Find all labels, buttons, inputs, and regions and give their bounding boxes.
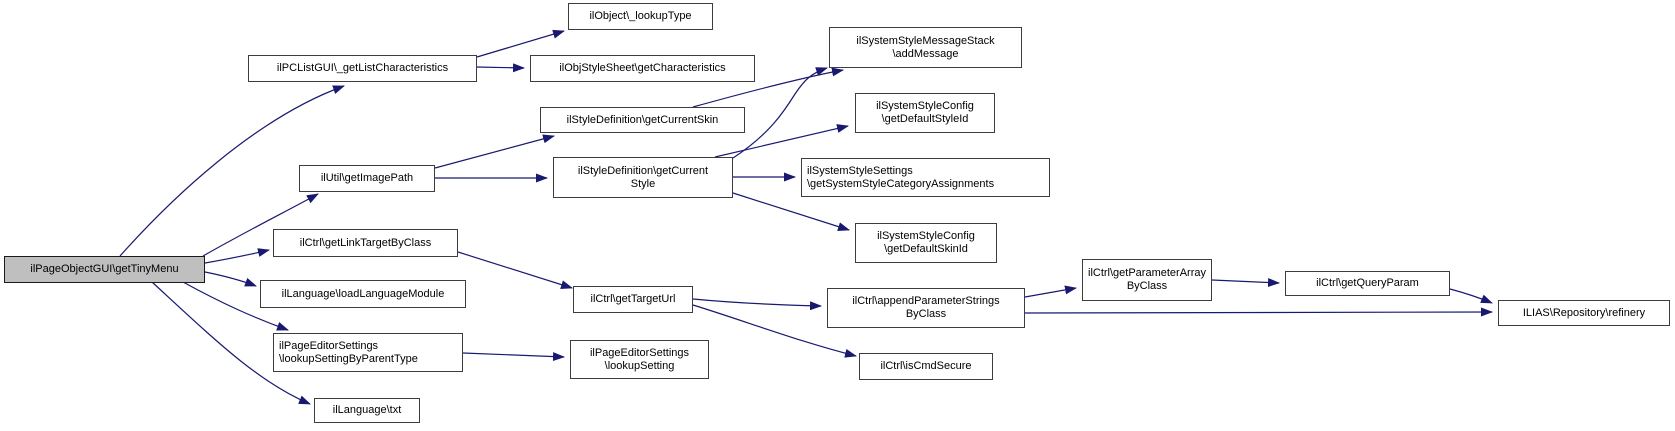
node-getListCharacteristics[interactable]: ilPCListGUI\_getListCharacteristics <box>248 55 477 82</box>
edge-getTinyMenu-getImagePath <box>202 193 319 257</box>
node-loadLanguageModule[interactable]: ilLanguage\loadLanguageModule <box>260 280 466 308</box>
node-getDefaultSkinId[interactable]: ilSystemStyleConfig \getDefaultSkinId <box>855 223 997 263</box>
node-lookupSetting[interactable]: ilPageEditorSettings \lookupSetting <box>570 340 709 379</box>
edge-getTinyMenu-getLinkTargetByClass <box>204 248 270 264</box>
edge-lookupSettingByParentType-lookupSetting <box>462 352 565 362</box>
edge-appendParameterStringsByClass-getParameterArrayByClass <box>1024 285 1077 298</box>
edge-getTargetUrl-isCmdSecure <box>692 304 857 358</box>
node-lookupType[interactable]: ilObject\_lookupType <box>568 3 713 30</box>
node-getLinkTargetByClass[interactable]: ilCtrl\getLinkTargetByClass <box>273 229 458 257</box>
edge-getListCharacteristics-getCharacteristics <box>476 63 525 73</box>
edge-getCurrentStyle-getDefaultSkinId <box>732 192 850 231</box>
node-getImagePath[interactable]: ilUtil\getImagePath <box>299 165 435 192</box>
node-getTinyMenu[interactable]: ilPageObjectGUI\getTinyMenu <box>4 256 205 283</box>
node-appendParameterStringsByClass[interactable]: ilCtrl\appendParameterStrings ByClass <box>827 288 1025 328</box>
edge-getListCharacteristics-lookupType <box>476 29 565 58</box>
edge-getTinyMenu-txt <box>151 281 311 405</box>
node-isCmdSecure[interactable]: ilCtrl\isCmdSecure <box>859 353 993 380</box>
edge-getLinkTargetByClass-getTargetUrl <box>457 251 573 289</box>
node-getQueryParam[interactable]: ilCtrl\getQueryParam <box>1285 271 1450 296</box>
edge-getCurrentStyle-addMessage <box>732 67 828 159</box>
edge-getQueryParam-refinery <box>1449 288 1493 304</box>
edge-getParameterArrayByClass-getQueryParam <box>1211 278 1280 288</box>
edge-getTinyMenu-getListCharacteristics <box>119 85 345 257</box>
node-addMessage[interactable]: ilSystemStyleMessageStack \addMessage <box>829 27 1022 68</box>
edge-getTinyMenu-loadLanguageModule <box>204 271 257 287</box>
node-refinery[interactable]: ILIAS\Repository\refinery <box>1498 300 1670 326</box>
node-getCurrentStyle[interactable]: ilStyleDefinition\getCurrent Style <box>553 157 733 198</box>
node-getCharacteristics[interactable]: ilObjStyleSheet\getCharacteristics <box>530 55 755 82</box>
edge-getImagePath-getCurrentSkin <box>434 134 555 169</box>
node-txt[interactable]: ilLanguage\txt <box>314 398 420 423</box>
node-getTargetUrl[interactable]: ilCtrl\getTargetUrl <box>573 286 693 313</box>
edge-getCurrentStyle-getDefaultStyleId <box>714 124 849 158</box>
edge-appendParameterStringsByClass-refinery <box>1024 307 1493 317</box>
edge-getTinyMenu-lookupSettingByParentType <box>182 281 289 331</box>
node-getCurrentSkin[interactable]: ilStyleDefinition\getCurrentSkin <box>540 107 745 133</box>
edge-getTargetUrl-appendParameterStringsByClass <box>692 298 822 311</box>
node-lookupSettingByParentType[interactable]: ilPageEditorSettings \lookupSettingByPar… <box>273 333 463 372</box>
node-getParameterArrayByClass[interactable]: ilCtrl\getParameterArray ByClass <box>1082 259 1212 301</box>
node-getSystemStyleCategoryAssignments[interactable]: ilSystemStyleSettings \getSystemStyleCat… <box>801 158 1050 197</box>
node-getDefaultStyleId[interactable]: ilSystemStyleConfig \getDefaultStyleId <box>855 93 995 133</box>
